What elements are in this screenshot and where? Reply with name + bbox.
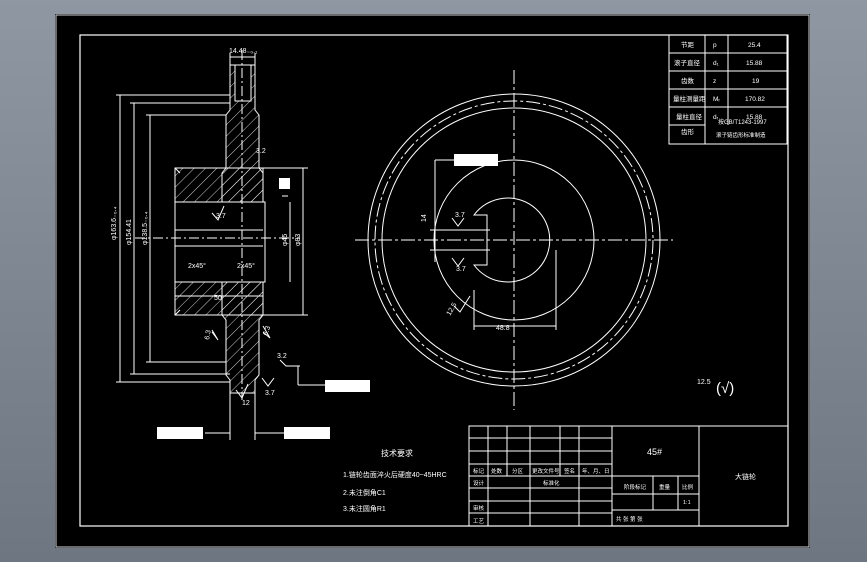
dim-bore: φ45	[282, 234, 289, 246]
front-view	[355, 70, 673, 410]
standard-line1: 按GB/T1243-1997	[718, 118, 767, 126]
tb-row-label: 更改文件号	[532, 467, 560, 475]
dim-hub-length: 50	[214, 295, 222, 302]
ra-bore-a: 3.7	[216, 213, 226, 220]
ra-keyway-b: 3.7	[456, 266, 466, 273]
tolerance-frame-left	[157, 427, 203, 439]
general-ra-symbol: (√)	[716, 380, 734, 397]
tech-req-item-2: 2.未注倒角C1	[343, 488, 386, 497]
tb-row-label: 签名	[564, 467, 575, 475]
param-value: 15.88	[746, 60, 763, 67]
param-sym: dᵣ	[713, 114, 719, 121]
tech-req-title: 技术要求	[381, 448, 413, 458]
param-name: 节距	[681, 41, 695, 49]
param-value: 25.4	[748, 42, 761, 49]
material: 45#	[647, 447, 662, 457]
ra-small: 3.2	[256, 148, 266, 155]
tolerance-frame-keyway	[454, 154, 498, 166]
dim-od: φ163.6₋₀.₄	[111, 206, 118, 240]
param-name: 滚子直径	[674, 58, 701, 67]
bore-with-keyway	[473, 197, 551, 283]
general-ra-value: 12.5	[697, 379, 711, 386]
dim-hub-d: φ83	[295, 234, 302, 246]
section-view	[116, 50, 325, 440]
param-name: 齿数	[681, 76, 695, 85]
ra-bottom-37: 3.7	[265, 390, 275, 397]
tb-scale-value: 1:1	[683, 500, 691, 506]
dim-top-width: 14.48₋₀.₁	[229, 48, 258, 55]
param-sym: Mᵣ	[713, 96, 720, 103]
tech-req-item-3: 3.未注圆角R1	[343, 504, 386, 513]
title-block	[468, 425, 789, 527]
ra-63-left: 6.3	[204, 329, 213, 340]
param-sym: p	[713, 42, 717, 49]
tb-design: 设计	[473, 479, 485, 487]
tb-scale: 比例	[682, 483, 694, 491]
tb-process: 工艺	[473, 518, 485, 525]
ra-bottom-12: 12	[242, 400, 250, 407]
param-name: 量柱直径	[676, 112, 703, 121]
tb-review: 审核	[473, 504, 485, 512]
tooth-gap	[234, 64, 252, 102]
tb-weight: 重量	[659, 483, 671, 491]
tb-row-label: 年、月、日	[582, 467, 610, 475]
outer-border	[55, 14, 810, 548]
tb-standardize: 标准化	[543, 479, 560, 487]
standard-line2: 滚子链齿形标准制造	[716, 131, 766, 139]
dim-chamfer-2: 2x45°	[237, 262, 255, 270]
dim-root-d: φ138.5₋₀.₄	[142, 211, 149, 245]
tb-row-label: 标记	[473, 467, 485, 475]
standard-label: 齿形	[681, 128, 695, 136]
param-value: 170.82	[745, 96, 765, 103]
tb-row-label: 分区	[512, 467, 524, 475]
tolerance-frame-right	[284, 427, 330, 439]
ra-keyway-a: 3.7	[455, 212, 465, 219]
part-name: 大链轮	[735, 472, 756, 481]
tb-row-label: 处数	[491, 467, 503, 475]
parameter-table	[668, 34, 788, 145]
dim-keyway-depth: 48.8	[496, 325, 510, 332]
dim-keyway-width: 14	[421, 214, 428, 222]
ra-63-right: 6.3	[262, 325, 272, 337]
inner-frame	[79, 34, 789, 527]
param-sym: z	[713, 78, 716, 85]
param-value: 19	[752, 78, 760, 85]
param-name: 量柱测量距	[673, 94, 706, 103]
dim-chamfer-1: 2x45°	[188, 262, 206, 270]
datum-marker	[279, 178, 290, 189]
dim-pitch-d: φ154.41	[126, 219, 133, 245]
ra-32: 3.2	[277, 353, 287, 360]
model-space[interactable]	[55, 14, 810, 548]
param-sym: d₁	[713, 60, 720, 67]
tb-stage: 阶段标记	[624, 483, 647, 491]
tb-sheets: 共 张 第 张	[616, 515, 643, 523]
param-value: 15.88	[746, 114, 763, 121]
tech-req-item-1: 1.链轮齿面淬火后硬度40~45HRC	[343, 470, 447, 479]
tolerance-frame-bottom	[325, 380, 370, 392]
